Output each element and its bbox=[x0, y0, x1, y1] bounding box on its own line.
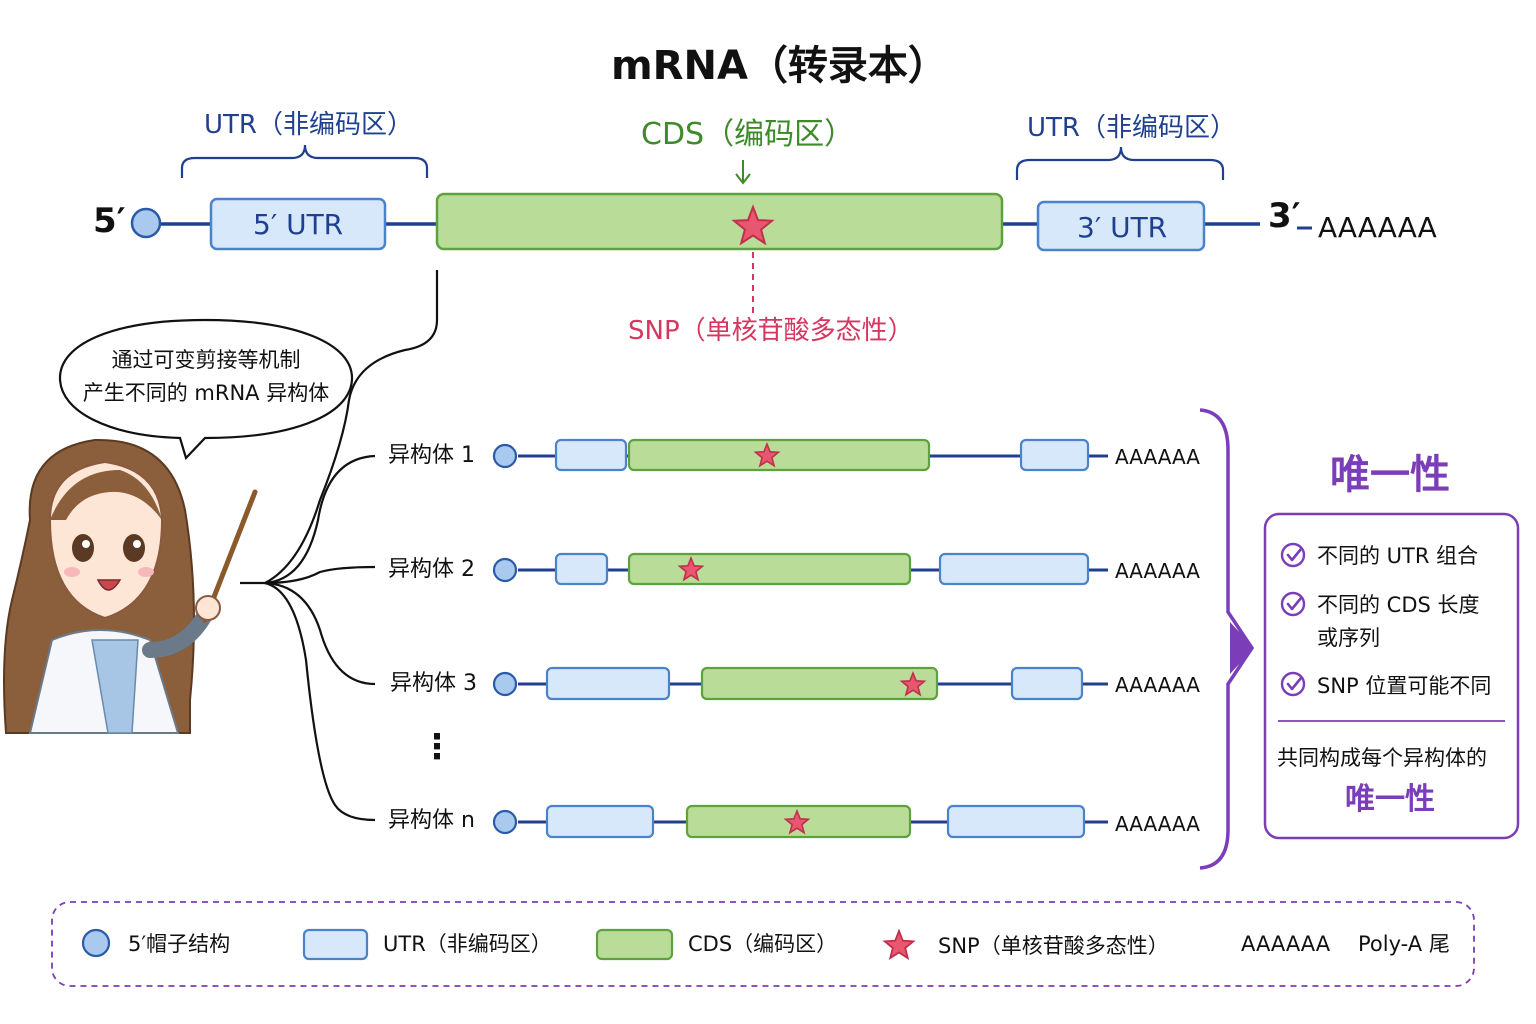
box-5utr-label: 5′ UTR bbox=[253, 208, 344, 241]
legend-utr-label: UTR（非编码区） bbox=[383, 932, 552, 956]
teacher-avatar bbox=[3, 438, 258, 734]
isoform-n-snp-star-icon bbox=[783, 808, 811, 835]
isoform-n-polya: AAAAAA bbox=[1115, 812, 1200, 836]
five-prime-label: 5′ bbox=[93, 201, 126, 241]
box-3utr-label: 3′ UTR bbox=[1077, 211, 1168, 244]
tree-branch-1 bbox=[264, 454, 376, 585]
uniqueness-footer-2: 唯一性 bbox=[1345, 782, 1435, 817]
isoform-2-label: 异构体 2 bbox=[388, 557, 475, 582]
bubble-text: 通过可变剪接等机制 产生不同的 mRNA 异构体 bbox=[62, 344, 350, 409]
uniqueness-item-1: 不同的 UTR 组合 bbox=[1317, 544, 1479, 568]
legend-cap-label: 5′帽子结构 bbox=[128, 932, 231, 956]
snp-label: SNP（单核苷酸多态性） bbox=[628, 316, 914, 346]
three-prime-label: 3′ bbox=[1268, 196, 1301, 236]
legend-box bbox=[51, 901, 1475, 987]
legend-cds-label: CDS（编码区） bbox=[688, 932, 838, 956]
isoform-2-diagram bbox=[492, 552, 1108, 586]
isoform-3-diagram bbox=[492, 666, 1108, 701]
isoform-2-polya: AAAAAA bbox=[1115, 559, 1200, 583]
isoform-ellipsis: ⋮ bbox=[420, 727, 454, 767]
legend-cds-icon bbox=[595, 928, 674, 961]
uniqueness-box bbox=[1263, 512, 1520, 840]
page-title: mRNA（转录本） bbox=[611, 43, 948, 89]
isoform-1-snp-star-icon bbox=[753, 441, 781, 468]
uniqueness-footer-1: 共同构成每个异构体的 bbox=[1277, 746, 1487, 770]
tree-branch-n bbox=[264, 581, 376, 822]
cds-arrow bbox=[735, 160, 751, 185]
utr-left-brace bbox=[180, 144, 429, 178]
isoform-3-polya: AAAAAA bbox=[1115, 673, 1200, 697]
legend-polya-symbol: AAAAAA bbox=[1241, 932, 1331, 956]
bracket-arrow-icon bbox=[1230, 622, 1254, 674]
main-snp-star-icon bbox=[731, 204, 775, 246]
bubble-line-1: 通过可变剪接等机制 bbox=[111, 348, 301, 372]
main-3utr-box bbox=[1036, 200, 1206, 252]
isoform-n-label: 异构体 n bbox=[388, 808, 475, 833]
main-cap-icon bbox=[130, 207, 162, 239]
legend-polya-label: Poly-A 尾 bbox=[1358, 932, 1450, 956]
isoform-1-polya: AAAAAA bbox=[1115, 445, 1200, 469]
isoform-3-snp-star-icon bbox=[899, 670, 927, 697]
utr-right-label: UTR（非编码区） bbox=[1027, 113, 1236, 143]
utr-right-brace bbox=[1015, 146, 1225, 180]
legend-snp-label: SNP（单核苷酸多态性） bbox=[938, 934, 1169, 958]
legend-snp-star-icon bbox=[882, 928, 916, 961]
tree-connector bbox=[240, 270, 439, 585]
main-polya: AAAAAA bbox=[1318, 211, 1437, 244]
bubble-line-2: 产生不同的 mRNA 异构体 bbox=[82, 380, 330, 405]
speech-bubble bbox=[58, 318, 354, 461]
tree-branch-2 bbox=[264, 565, 376, 585]
tree-branch-3 bbox=[264, 581, 376, 686]
legend-cap-icon bbox=[81, 928, 111, 958]
isoform-n-diagram bbox=[492, 804, 1108, 839]
main-5utr-box bbox=[209, 197, 387, 251]
legend-utr-icon bbox=[302, 928, 369, 961]
cds-label: CDS（编码区） bbox=[641, 117, 855, 152]
isoform-1-label: 异构体 1 bbox=[388, 443, 475, 468]
isoform-2-snp-star-icon bbox=[677, 555, 705, 582]
isoform-1-diagram bbox=[492, 438, 1108, 472]
isoform-3-label: 异构体 3 bbox=[390, 671, 477, 696]
main-cds-box bbox=[435, 192, 1004, 251]
utr-left-label: UTR（非编码区） bbox=[204, 110, 413, 140]
uniqueness-title: 唯一性 bbox=[1330, 452, 1450, 498]
uniqueness-item-3: SNP 位置可能不同 bbox=[1317, 674, 1492, 698]
uniqueness-item-2: 不同的 CDS 长度或序列 bbox=[1317, 593, 1480, 650]
